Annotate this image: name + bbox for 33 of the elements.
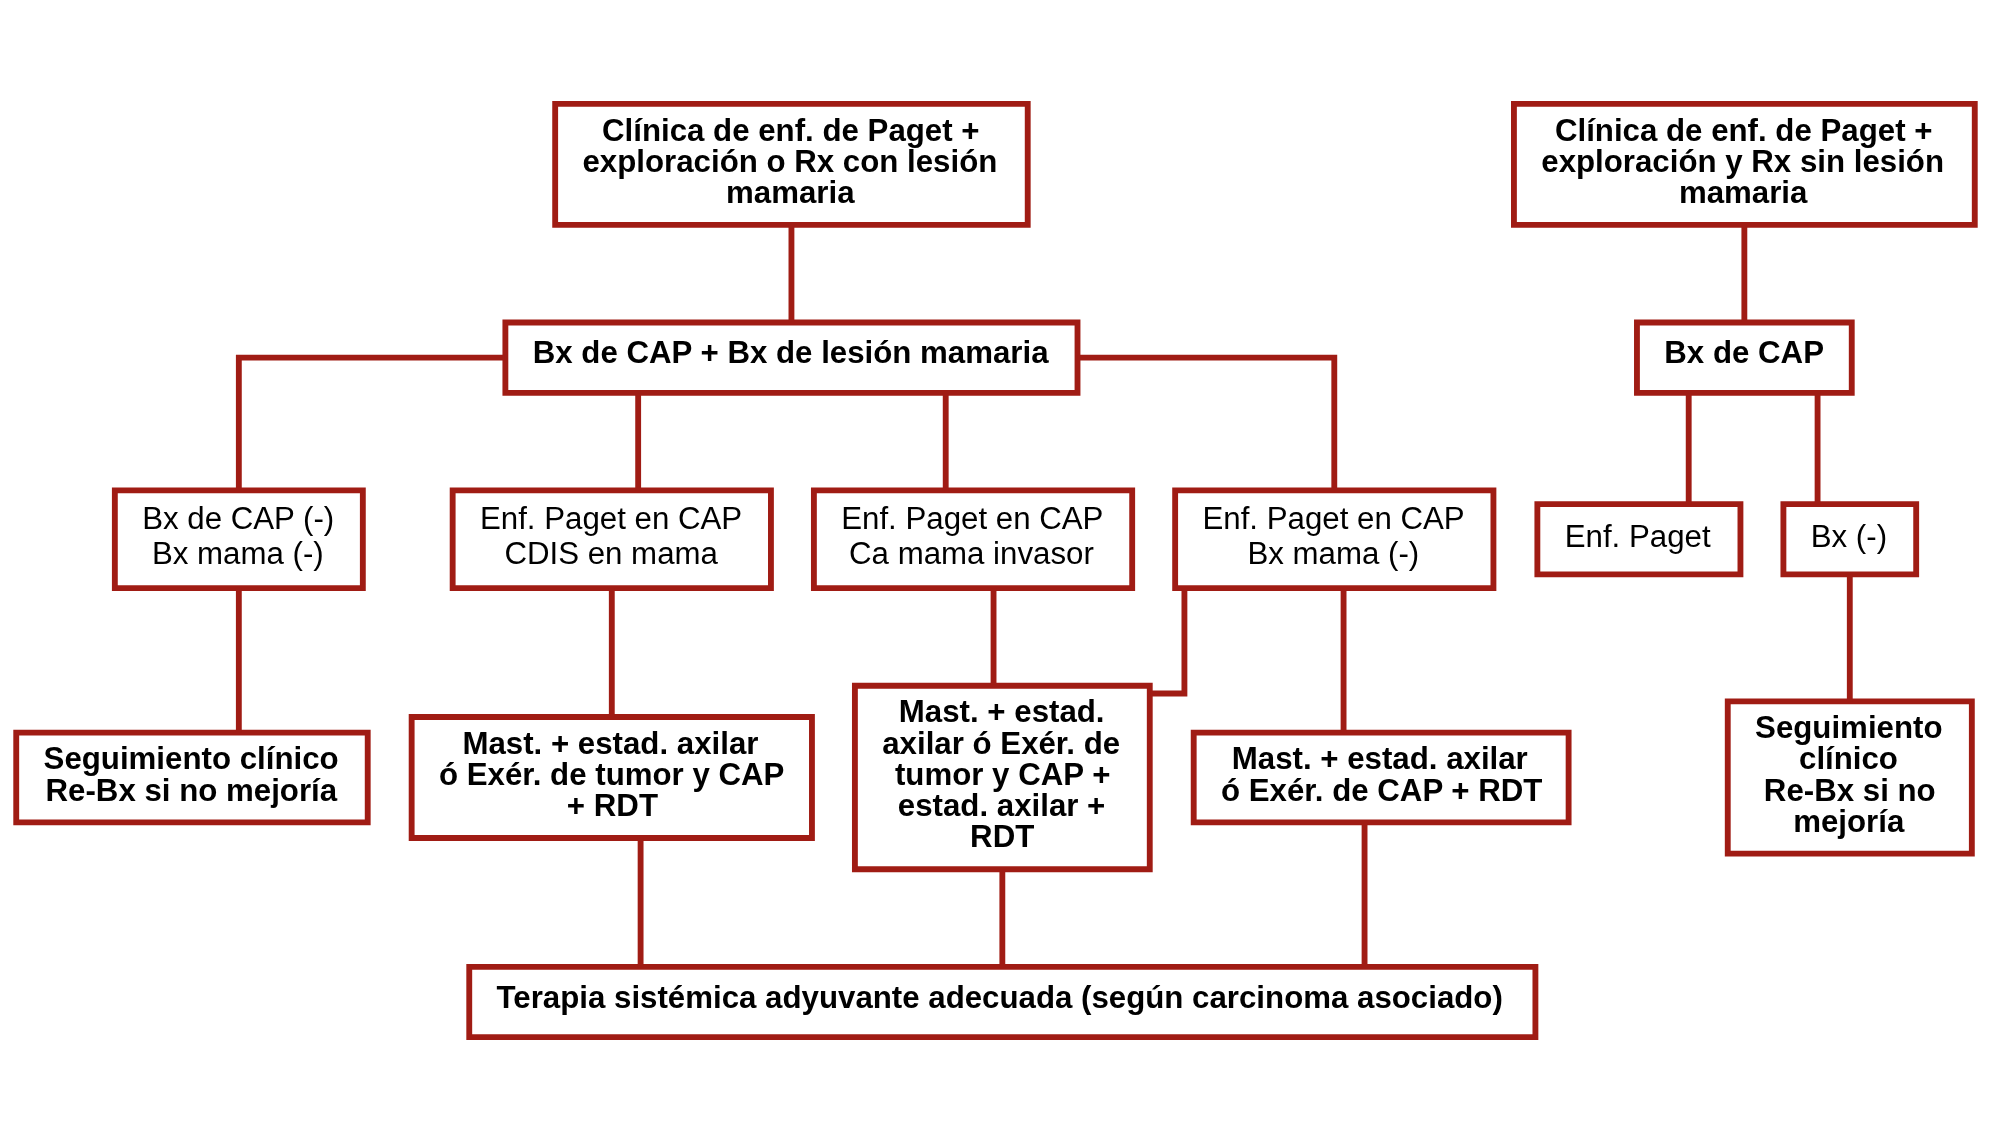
node-box: Mast. + estad. axilar ó Exér. de CAP + RDT: [1190, 729, 1572, 826]
node-box: Bx de CAP (-) Bx mama (-): [111, 487, 366, 591]
connector: [1077, 354, 1338, 490]
node-box: Clínica de enf. de Paget + exploración o Rx con lesión mamaria: [552, 100, 1031, 228]
connector: [1150, 588, 1188, 697]
node-box: Enf. Paget en CAP CDIS en mama: [449, 487, 774, 591]
node-box: Terapia sistémica adyuvante adecuada (según carcinoma asociado): [466, 963, 1539, 1041]
connector: [635, 393, 642, 491]
connector: [788, 224, 795, 322]
connector: [1685, 393, 1692, 505]
connector: [990, 588, 997, 685]
connector: [1846, 574, 1853, 702]
node-box: Mast. + estad. axilar ó Exér. de tumor y CAP + estad. axilar + RDT: [852, 682, 1153, 873]
connector: [235, 354, 505, 490]
node-box: Clínica de enf. de Paget + exploración y Rx sin lesión mamaria: [1511, 100, 1978, 228]
node-box: Bx de CAP + Bx de lesión mamaria: [502, 319, 1081, 396]
connector: [637, 838, 644, 967]
node-box: Bx de CAP: [1634, 319, 1855, 396]
connector: [942, 393, 949, 491]
node-box: Bx (-): [1780, 501, 1920, 578]
node-box: Enf. Paget: [1534, 501, 1744, 578]
node-box: Mast. + estad. axilar ó Exér. de tumor y CAP + RDT: [408, 714, 815, 841]
connector: [1340, 588, 1347, 733]
connector: [1814, 393, 1821, 505]
connector: [1361, 822, 1368, 967]
connector: [235, 588, 242, 733]
node-box: Seguimiento clínico Re-Bx si no mejoría: [1724, 698, 1975, 857]
connector: [608, 588, 615, 717]
connector: [999, 869, 1006, 967]
node-box: Enf. Paget en CAP Bx mama (-): [1172, 487, 1497, 591]
connector: [1741, 224, 1748, 322]
node-box: Seguimiento clínico Re-Bx si no mejoría: [13, 729, 371, 826]
node-box: Enf. Paget en CAP Ca mama invasor: [810, 487, 1136, 591]
